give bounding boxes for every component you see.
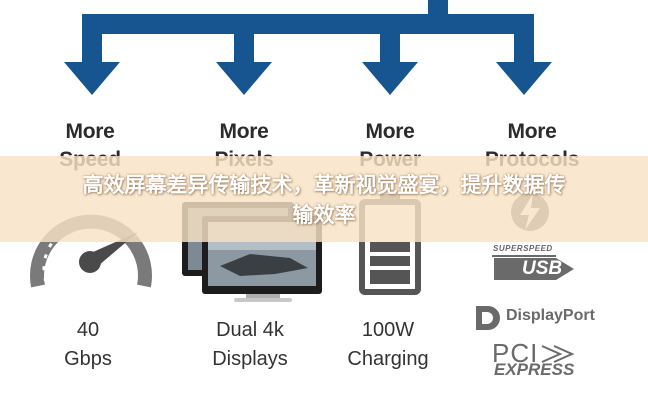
column-2-spec: Dual 4k Displays bbox=[175, 316, 325, 374]
column-1-title-line1: More bbox=[65, 120, 115, 143]
column-3-title-line1: More bbox=[365, 120, 415, 143]
column-1-spec: 40 Gbps bbox=[13, 316, 163, 374]
horizontal-bar bbox=[82, 14, 534, 34]
column-4-title-line1: More bbox=[507, 120, 557, 143]
column-3-spec: 100W Charging bbox=[313, 316, 463, 374]
overlay-banner-text: 高效屏幕差异传输技术，革新视觉盛宴，提升数据传 输效率 bbox=[0, 170, 648, 230]
column-1-value: 40 bbox=[76, 319, 100, 341]
express-label: EXPRESS bbox=[494, 360, 575, 379]
overlay-banner bbox=[0, 156, 648, 242]
arrow-head-2 bbox=[216, 62, 272, 95]
column-3-unit: Charging bbox=[347, 348, 429, 370]
column-2-value: Dual 4k bbox=[216, 319, 284, 341]
pci-label: PCI bbox=[492, 338, 539, 368]
displayport-icon bbox=[476, 306, 500, 330]
superspeed-label: SUPERSPEED bbox=[493, 244, 553, 253]
pci-express-arrows-icon bbox=[541, 345, 575, 363]
column-3-value: 100W bbox=[361, 319, 415, 341]
branch-3 bbox=[380, 14, 400, 66]
branch-1 bbox=[82, 14, 102, 66]
displayport-label: DisplayPort bbox=[506, 307, 595, 324]
usb-label: USB bbox=[522, 258, 563, 279]
column-1-unit: Gbps bbox=[64, 348, 112, 370]
column-2-unit: Displays bbox=[212, 348, 288, 370]
arrow-tree bbox=[64, 0, 552, 95]
banner-line-2: 输效率 bbox=[292, 203, 356, 227]
branch-4 bbox=[514, 14, 534, 66]
column-2-title-line1: More bbox=[219, 120, 269, 143]
branch-2 bbox=[234, 14, 254, 66]
banner-line-1: 高效屏幕差异传输技术，革新视觉盛宴，提升数据传 bbox=[82, 173, 566, 197]
arrow-head-4 bbox=[496, 62, 552, 95]
arrow-head-3 bbox=[362, 62, 418, 95]
usb-logo-icon bbox=[492, 255, 574, 280]
arrow-head-1 bbox=[64, 62, 120, 95]
